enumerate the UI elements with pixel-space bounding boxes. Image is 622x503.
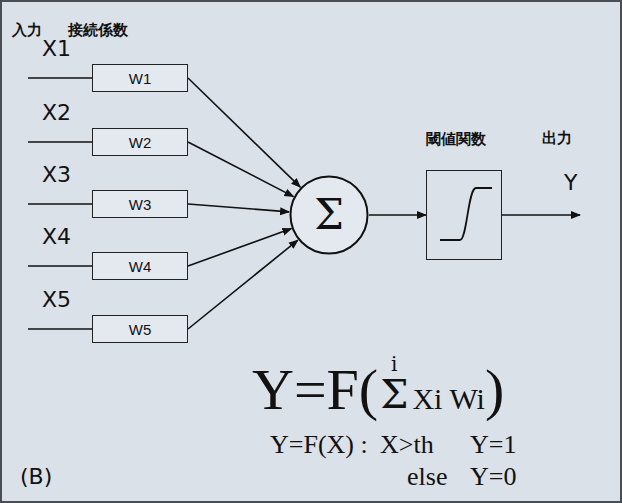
- weight-box: W5: [92, 315, 188, 343]
- section-heading: 入力: [12, 22, 42, 39]
- input-line: [28, 141, 92, 143]
- rule-text: Y=1: [470, 430, 516, 460]
- signal-arrow: [188, 204, 289, 212]
- figure-tag: (B): [20, 464, 52, 489]
- input-line: [28, 265, 92, 267]
- sum-circle: Σ: [289, 175, 369, 255]
- weight-box: W1: [92, 64, 188, 92]
- node-heading: 閾値関数: [426, 130, 486, 149]
- rule-text: else: [407, 462, 447, 492]
- rule-text: X>th: [380, 430, 434, 460]
- threshold-box: 閾値関数: [426, 130, 516, 260]
- node-label: Σ: [314, 194, 344, 236]
- sigma-group: iΣ: [380, 354, 408, 414]
- node-label: W2: [129, 134, 152, 151]
- formula: Y=F(iΣXi Wi): [252, 354, 504, 424]
- input-name: X3: [42, 162, 71, 187]
- node-label: W5: [129, 321, 152, 338]
- signal-arrow: [188, 229, 291, 266]
- step-symbol: [440, 188, 492, 240]
- output-name: Y: [564, 170, 577, 195]
- weight-box: W2: [92, 128, 188, 156]
- input-name: X4: [42, 224, 71, 249]
- input-name: X1: [42, 36, 71, 61]
- input-name: X2: [42, 100, 71, 125]
- weight-box: W4: [92, 252, 188, 280]
- weight-box: W3: [92, 190, 188, 218]
- node-label: W1: [129, 70, 152, 87]
- formula-index: i: [391, 354, 397, 374]
- input-line: [28, 203, 92, 205]
- node-label: W3: [129, 196, 152, 213]
- rule-text: Y=0: [470, 462, 516, 492]
- signal-arrow: [369, 214, 426, 216]
- section-heading: 接続係数: [68, 22, 128, 39]
- input-name: X5: [42, 287, 71, 312]
- input-line: [28, 328, 92, 330]
- signal-arrow: [188, 240, 298, 329]
- node-label: W4: [129, 258, 152, 275]
- signal-arrow: [188, 142, 294, 197]
- formula-part: Y=F(: [252, 357, 378, 424]
- section-heading: 出力: [542, 130, 572, 147]
- rule-text: Y=F(X) :: [270, 430, 368, 460]
- output-arrow: [502, 214, 580, 216]
- formula-sigma: Σ: [380, 374, 408, 414]
- input-line: [28, 77, 92, 79]
- threshold-outline: [426, 170, 502, 260]
- formula-part: Xi Wi: [412, 382, 484, 417]
- formula-part: ): [485, 357, 504, 424]
